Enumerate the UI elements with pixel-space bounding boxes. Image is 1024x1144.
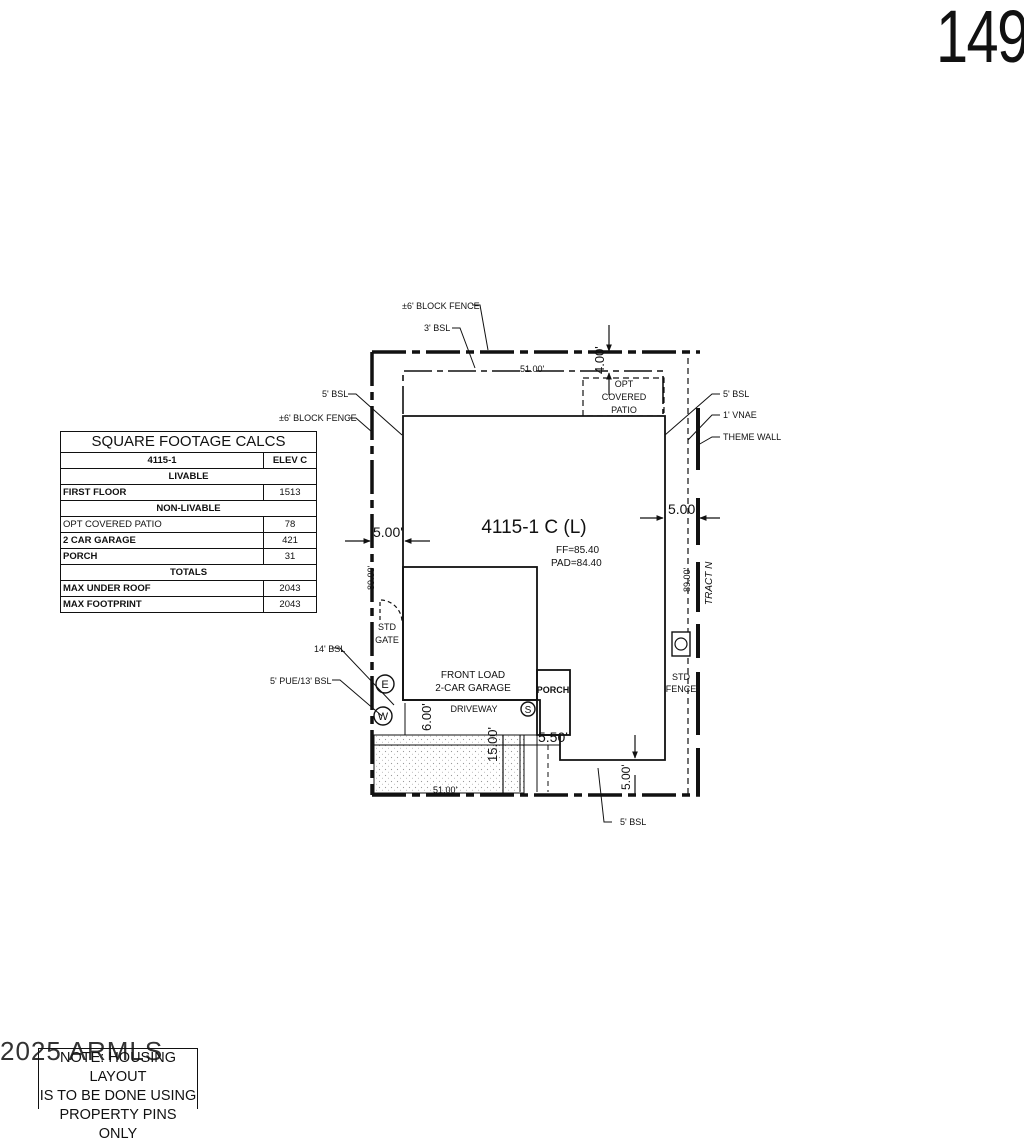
- std-gate: [379, 599, 403, 623]
- row-value: 78: [263, 516, 317, 533]
- porch-label: PORCH: [537, 685, 570, 695]
- property-line: [370, 350, 700, 797]
- electric-marker: E: [375, 674, 395, 694]
- square-footage-table: SQUARE FOOTAGE CALCS 4115-1 ELEV C LIVAB…: [60, 431, 317, 613]
- table-row: MAX UNDER ROOF 2043: [60, 580, 317, 597]
- site-plan: E W S ±6' BLOCK FENCE 3' BSL 5' BSL ±6': [270, 301, 781, 827]
- opt-covered-patio: [582, 377, 665, 417]
- std-gate-2: GATE: [375, 635, 399, 645]
- note-line-2: IS TO BE DONE USING: [39, 1088, 197, 1104]
- meter-box: [671, 631, 691, 657]
- row-value: 2043: [263, 596, 317, 613]
- dim-drive-setback: 6.00': [419, 703, 434, 731]
- setback-lines: [402, 370, 664, 414]
- driveway: [374, 703, 560, 792]
- garage-label-1: FRONT LOAD: [441, 670, 505, 681]
- patio-label-3: PATIO: [611, 405, 637, 415]
- std-fence-2: FENCE: [666, 684, 697, 694]
- svg-text:S: S: [525, 705, 532, 716]
- table-row: 2 CAR GARAGE 421: [60, 532, 317, 549]
- dim-bottom-setback: 5.00': [619, 764, 633, 790]
- callout-block-fence-left: ±6' BLOCK FENCE: [279, 413, 357, 423]
- svg-text:W: W: [378, 711, 389, 723]
- sewer-marker: S: [520, 701, 536, 717]
- dim-rear-setback: 4.00': [592, 346, 607, 374]
- row-value: 2043: [263, 580, 317, 597]
- house-footprint: [402, 415, 666, 761]
- dim-top-width: 51.00': [520, 364, 545, 374]
- callout-5-bsl-left: 5' BSL: [322, 389, 348, 399]
- garage-label-2: 2-CAR GARAGE: [435, 683, 511, 694]
- dim-bottom-width: 51.00': [433, 785, 458, 795]
- callout-vnae: 1' VNAE: [723, 410, 757, 420]
- note-line-1: NOTE: HOUSING LAYOUT: [59, 1050, 176, 1085]
- std-gate-1: STD: [378, 622, 397, 632]
- pad-elevation: PAD=84.40: [551, 558, 602, 569]
- callout-block-fence-top: ±6' BLOCK FENCE: [402, 301, 480, 311]
- water-marker: W: [373, 706, 393, 726]
- callout-5-bsl-bottom: 5' BSL: [620, 817, 646, 827]
- dim-left-setback: 5.00': [373, 524, 403, 540]
- table-title: SQUARE FOOTAGE CALCS: [60, 431, 317, 453]
- note-line-3: PROPERTY PINS ONLY: [59, 1107, 177, 1142]
- patio-label-2: COVERED: [602, 392, 647, 402]
- finished-floor: FF=85.40: [556, 545, 600, 556]
- lot-number: 149: [936, 0, 1024, 78]
- dim-garage-setback: 15.00': [485, 727, 500, 762]
- callout-14-bsl: 14' BSL: [314, 644, 345, 654]
- house-label: 4115-1 C (L): [481, 517, 586, 538]
- callout-3-bsl: 3' BSL: [424, 323, 450, 333]
- callout-5-bsl-right: 5' BSL: [723, 389, 749, 399]
- layout-note: NOTE: HOUSING LAYOUT IS TO BE DONE USING…: [38, 1048, 198, 1142]
- dimension-arrows: [345, 325, 720, 795]
- dim-right-depth: 89.00': [682, 567, 692, 592]
- dim-left-depth: 89.00': [366, 565, 376, 590]
- std-fence-1: STD: [672, 672, 691, 682]
- patio-label-1: OPT: [615, 379, 634, 389]
- watermark: 2025 ARMLS: [0, 1036, 164, 1066]
- svg-text:E: E: [381, 679, 388, 691]
- tract-label: TRACT N: [704, 561, 715, 605]
- dim-porch-setback: 5.50': [538, 729, 568, 745]
- callout-pue: 5' PUE/13' BSL: [270, 676, 331, 686]
- driveway-label: DRIVEWAY: [450, 704, 497, 714]
- table-row: PORCH 31: [60, 548, 317, 565]
- table-row: MAX FOOTPRINT 2043: [60, 596, 317, 613]
- leader-lines: [332, 304, 720, 823]
- dim-right-setback: 5.00': [668, 501, 698, 517]
- callout-theme-wall: THEME WALL: [723, 432, 781, 442]
